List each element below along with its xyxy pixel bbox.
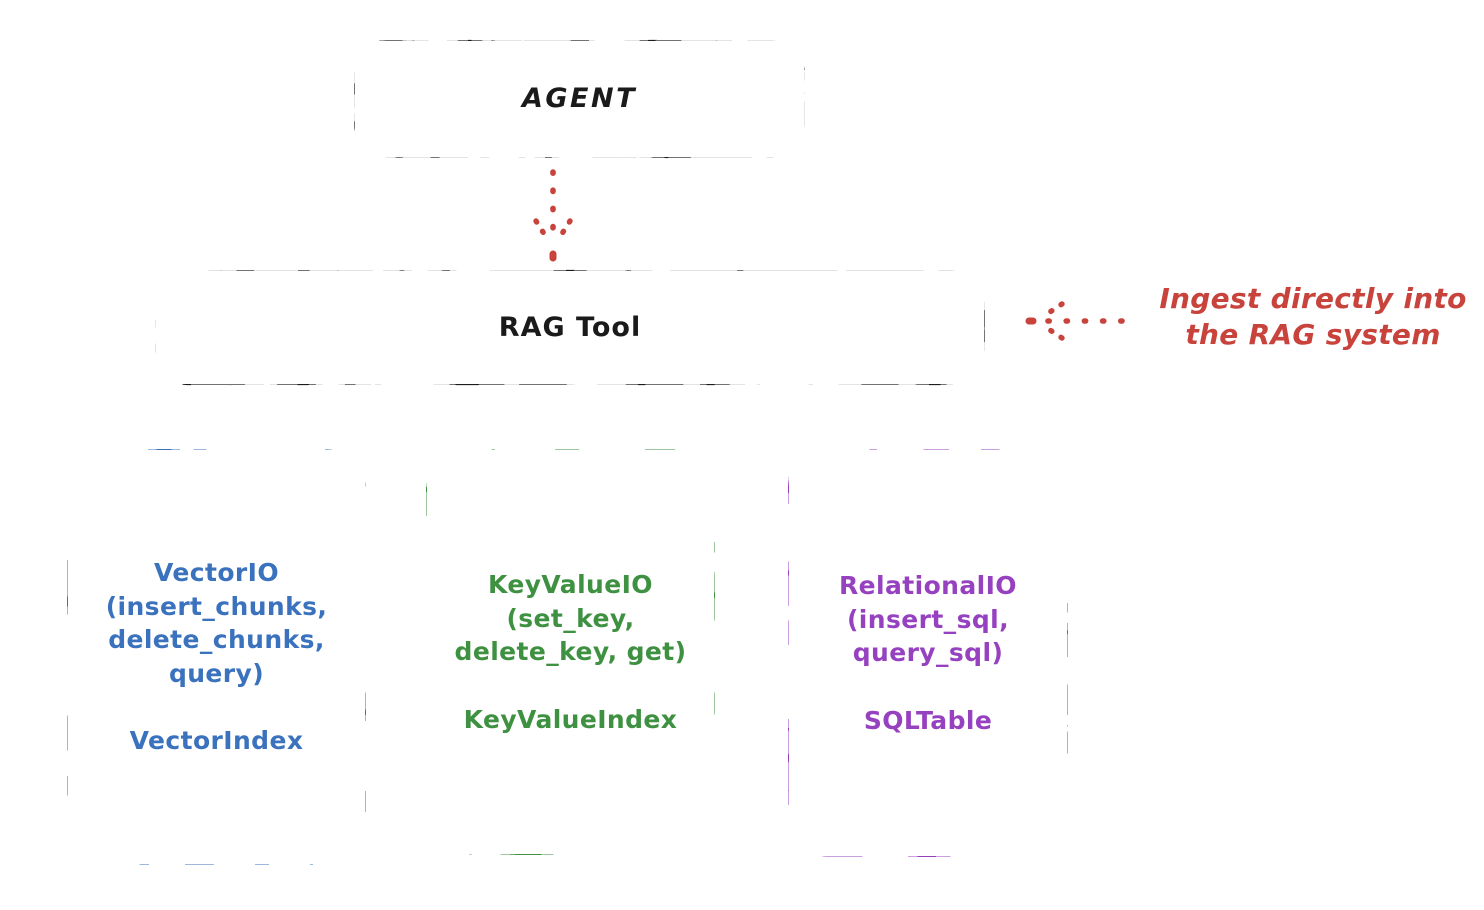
node-agent-label: AGENT	[521, 83, 637, 115]
node-vector-io-content: VectorIO (insert_chunks, delete_chunks, …	[68, 556, 365, 758]
agent-to-rag-tool-arrow	[533, 169, 573, 262]
node-key-value-io-label: KeyValueIO (set_key, delete_key, get)	[454, 570, 687, 666]
node-vector-io-label: VectorIO (insert_chunks, delete_chunks, …	[105, 558, 328, 688]
ingest-arrow	[1025, 301, 1125, 341]
node-relational-io-content: RelationalIO (insert_sql, query_sql) SQL…	[789, 569, 1067, 737]
node-key-value-io-sublabel: KeyValueIndex	[463, 704, 678, 734]
node-relational-io-sublabel: SQLTable	[863, 705, 993, 735]
node-agent[interactable]: AGENT	[355, 41, 804, 157]
node-rag-tool-label: RAG Tool	[498, 311, 642, 343]
node-rag-tool[interactable]: RAG Tool	[156, 271, 984, 384]
node-vector-io-sublabel: VectorIndex	[129, 726, 304, 756]
node-key-value-io-content: KeyValueIO (set_key, delete_key, get) Ke…	[427, 568, 714, 736]
node-relational-io[interactable]: RelationalIO (insert_sql, query_sql) SQL…	[789, 450, 1067, 856]
node-key-value-io[interactable]: KeyValueIO (set_key, delete_key, get) Ke…	[427, 450, 714, 854]
node-vector-io[interactable]: VectorIO (insert_chunks, delete_chunks, …	[68, 450, 365, 864]
node-relational-io-label: RelationalIO (insert_sql, query_sql)	[839, 571, 1017, 667]
ingest-annotation-text: Ingest directly into the RAG system	[1159, 282, 1467, 351]
